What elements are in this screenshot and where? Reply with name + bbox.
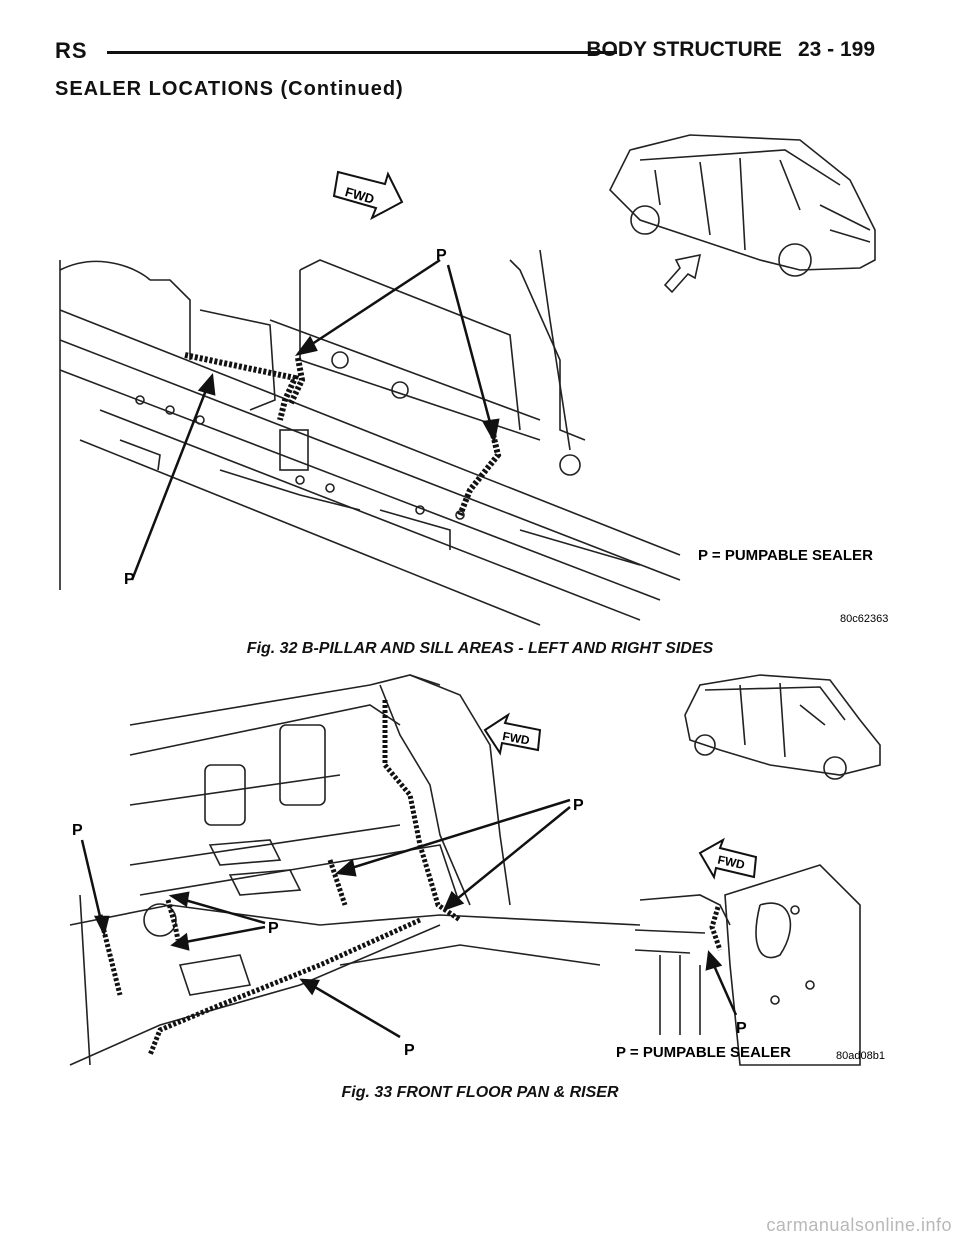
- figure-33-illustration: P P P P P FWD FWD P = PUMPABLE SEALER 80…: [40, 665, 920, 1075]
- figure-32-svg: P P FWD P = PUMPABLE SEALER 80c62363: [59, 134, 888, 626]
- callout-label-left: P: [72, 822, 83, 839]
- fwd-label-main: FWD: [501, 729, 531, 748]
- callout-arrows: [130, 258, 500, 581]
- header-page-number: 23 - 199: [797, 38, 875, 61]
- watermark: carmanualsonline.info: [766, 1215, 952, 1235]
- header-section: BODY STRUCTURE 23 - 199: [586, 38, 875, 62]
- header-rule: [107, 51, 617, 54]
- fwd-label-detail: FWD: [716, 853, 746, 872]
- header-model-code: RS: [55, 38, 88, 63]
- callout-label-bottom: P: [404, 1042, 415, 1059]
- section-title: SEALER LOCATIONS (Continued): [55, 78, 404, 100]
- van-inset-icon: [609, 134, 876, 277]
- figure-32-caption: Fig. 32 B-PILLAR AND SILL AREAS - LEFT A…: [246, 640, 714, 657]
- van-inset-icon: [684, 674, 881, 780]
- callout-label-center: P: [268, 920, 279, 937]
- figure-32-ref-code: 80c62363: [840, 613, 888, 625]
- callout-label-bottom: P: [124, 571, 135, 588]
- fwd-arrow-icon: [483, 712, 542, 756]
- fwd-arrow-icon: [698, 837, 758, 880]
- figure-33-caption: Fig. 33 FRONT FLOOR PAN & RISER: [341, 1084, 619, 1101]
- figure-32-illustration: P P FWD P = PUMPABLE SEALER 80c62363: [40, 110, 920, 630]
- callout-label-top: P: [436, 247, 447, 264]
- figure-33-ref-code: 80ad08b1: [836, 1050, 885, 1062]
- figure-33-svg: P P P P P FWD FWD P = PUMPABLE SEALER 80…: [69, 674, 885, 1066]
- callout-label-detail: P: [736, 1020, 747, 1037]
- sealer-bead-lines: [97, 700, 723, 1056]
- callout-label-upper-right: P: [573, 797, 584, 814]
- sealer-bead-lines: [184, 352, 502, 517]
- figure-33-legend: P = PUMPABLE SEALER: [616, 1044, 791, 1061]
- fwd-arrow-icon: [332, 170, 404, 221]
- view-direction-arrow-icon: [663, 253, 702, 294]
- page-header: RS BODY STRUCTURE 23 - 199: [55, 38, 875, 66]
- figure-32-legend: P = PUMPABLE SEALER: [698, 547, 873, 564]
- callout-arrows: [80, 798, 738, 1039]
- header-section-title: BODY STRUCTURE: [586, 38, 782, 61]
